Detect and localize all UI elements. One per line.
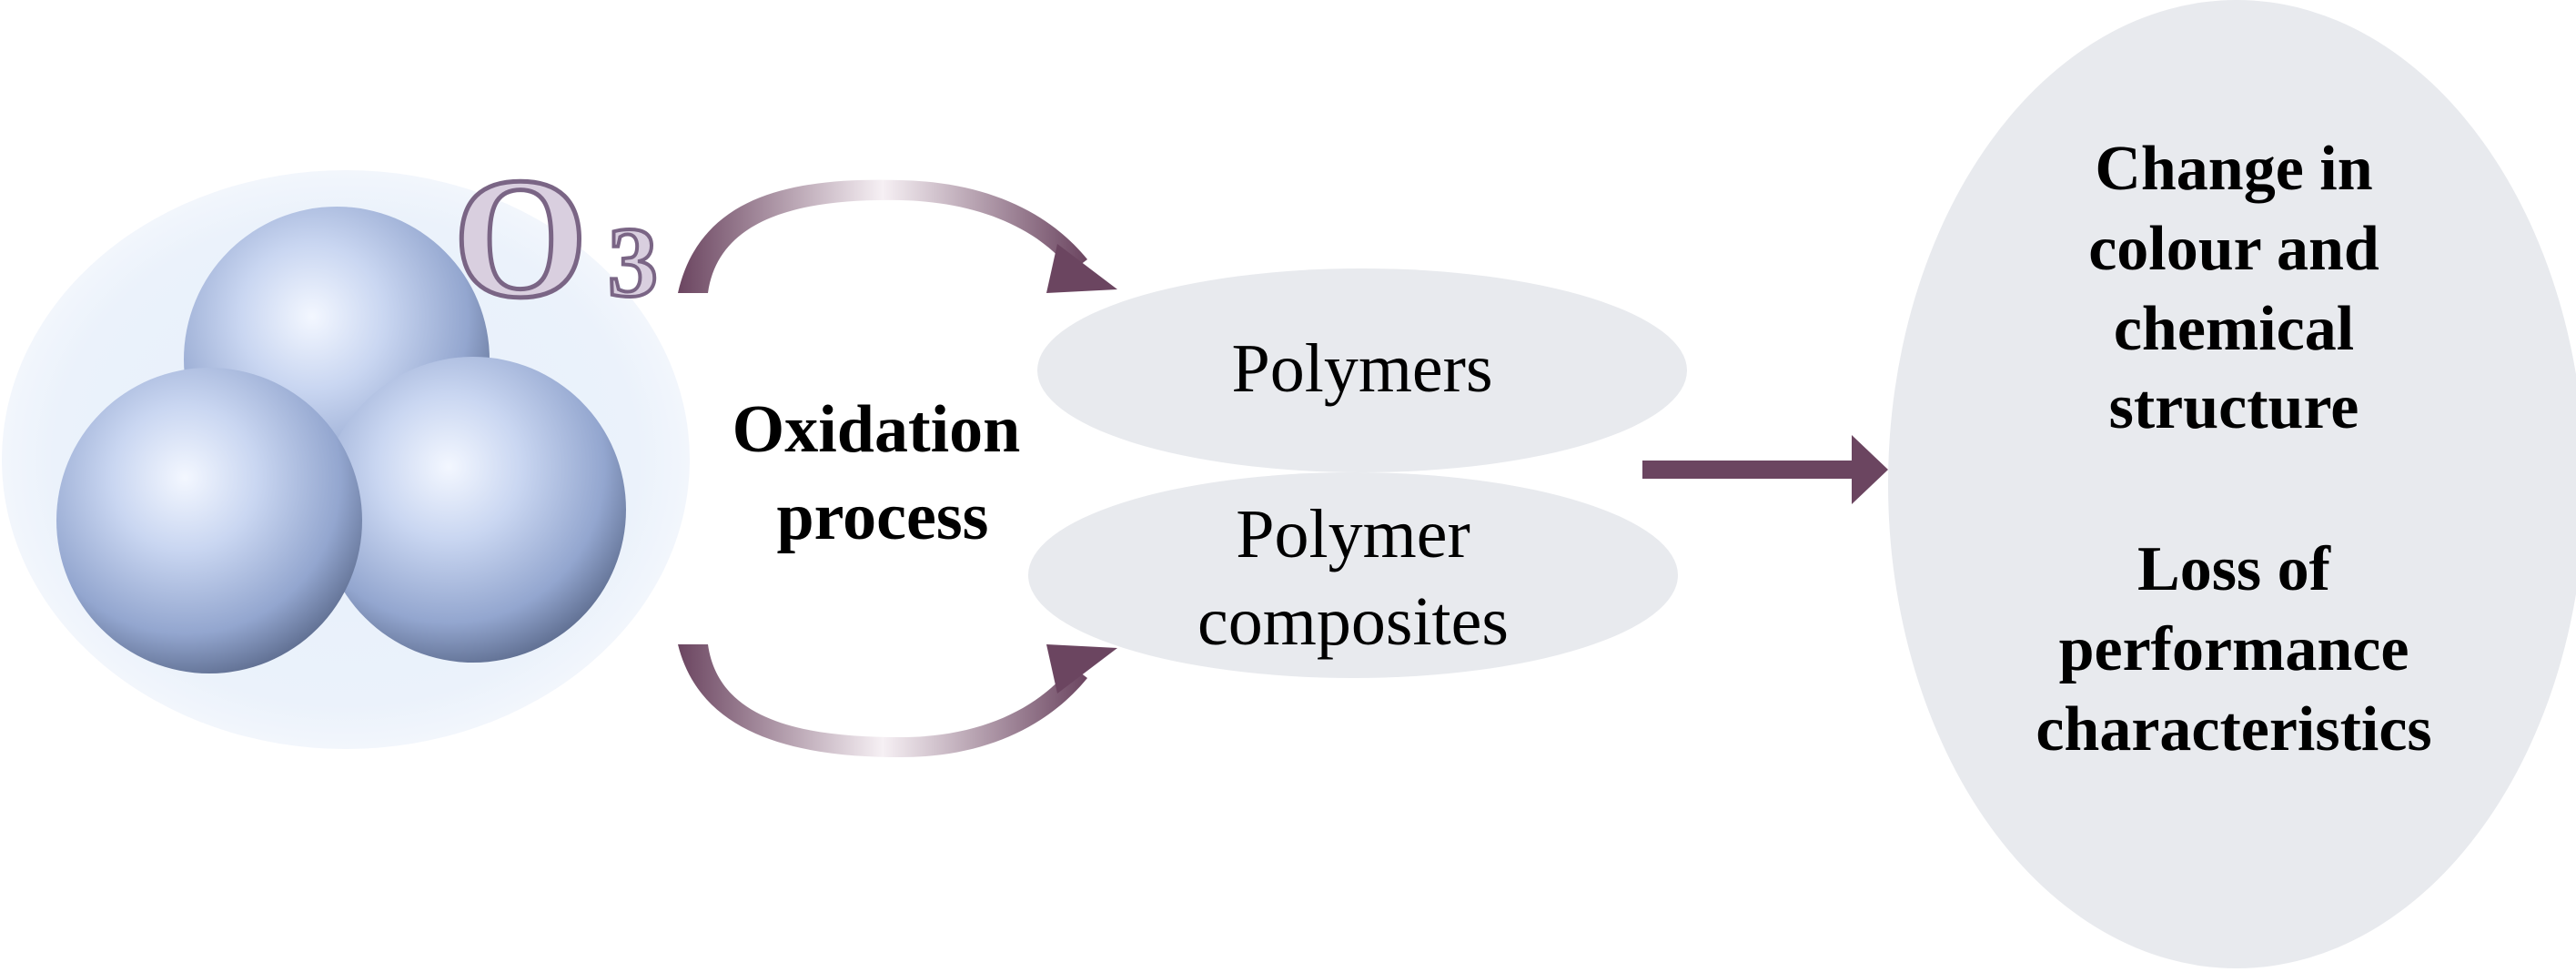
bottom-curved-arrow <box>678 644 1117 757</box>
effects-arrow-head <box>1852 435 1888 504</box>
effect1-line4: structure <box>2109 372 2359 442</box>
top-arrow-head <box>1046 244 1117 293</box>
formula-letter: O <box>453 143 588 334</box>
process-label-line2: process <box>777 480 989 554</box>
effects-ellipse <box>1888 0 2576 968</box>
effect2-line3: characteristics <box>2036 694 2431 764</box>
effect2-line1: Loss of <box>2137 534 2331 604</box>
composites-label-line2: composites <box>1197 583 1509 660</box>
effect1-line2: colour and <box>2088 214 2379 284</box>
polymers-ellipse <box>1037 268 1687 472</box>
polymers-label: Polymers <box>1231 330 1492 407</box>
ozone-molecule <box>56 207 626 673</box>
effects-arrow-shaft <box>1642 461 1861 479</box>
effect2-line2: performance <box>2059 614 2409 684</box>
formula-subscript: 3 <box>608 207 658 318</box>
effect1-line3: chemical <box>2114 294 2354 364</box>
oxygen-atom-right <box>320 357 626 663</box>
ozone-formula: O 3 <box>451 141 661 337</box>
oxygen-atom-left <box>56 368 362 673</box>
composites-label-line1: Polymer <box>1236 496 1470 572</box>
bottom-arrow-head <box>1046 644 1117 694</box>
effect1-line1: Change in <box>2095 134 2372 204</box>
composites-ellipse <box>1028 472 1678 678</box>
process-label-line1: Oxidation <box>732 392 1021 467</box>
top-curved-arrow <box>678 179 1117 293</box>
effects-arrow <box>1642 435 1888 504</box>
